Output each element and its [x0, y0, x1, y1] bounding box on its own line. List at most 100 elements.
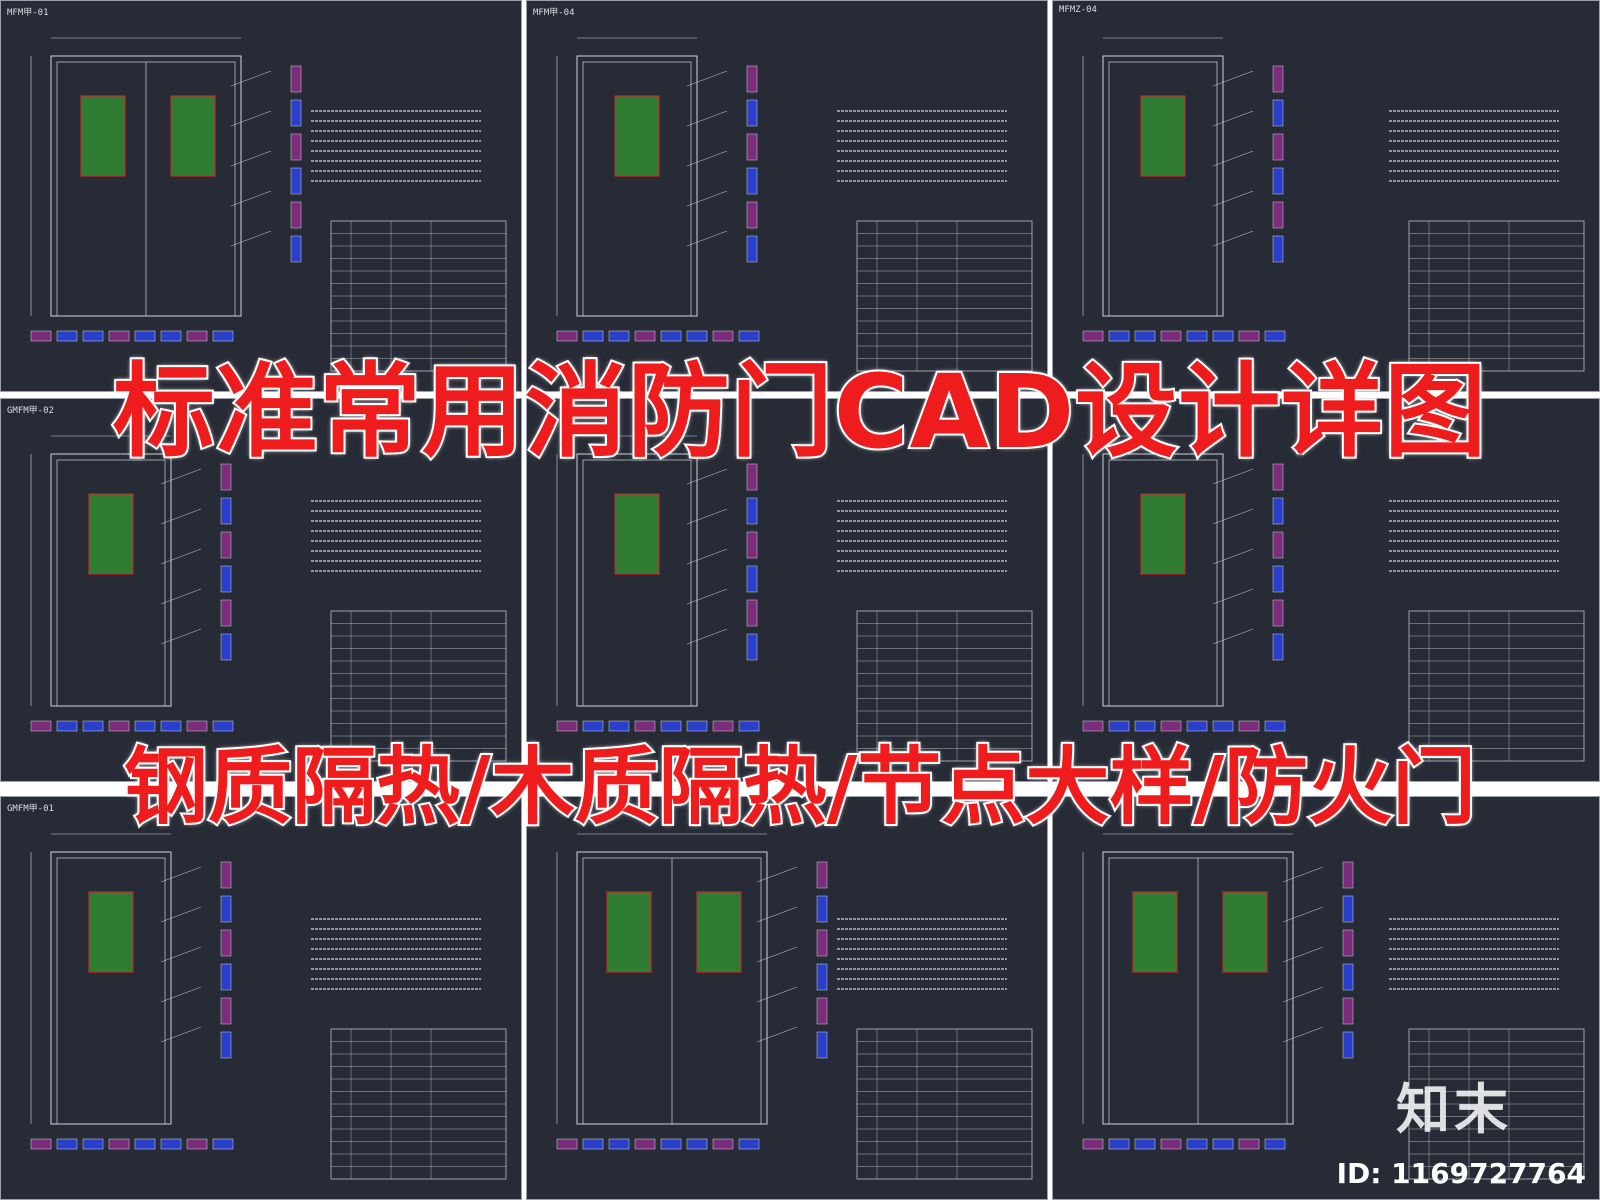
- sheet-code: MFM甲-01: [7, 8, 49, 18]
- section-detail-block: [220, 565, 232, 593]
- section-detail-block: [220, 963, 232, 991]
- section-detail-block: [746, 99, 758, 127]
- door-frame: [576, 453, 698, 707]
- section-detail-block: [746, 565, 758, 593]
- section-detail-block: [220, 1031, 232, 1059]
- plan-section-block: [134, 1138, 156, 1150]
- leader-line: [756, 946, 798, 963]
- vision-panel: [1222, 891, 1268, 973]
- leader-line: [1212, 150, 1254, 167]
- door-frame: [576, 55, 698, 317]
- plan-section-block: [660, 1138, 682, 1150]
- door-leaf: [582, 459, 692, 707]
- door-leaf: [1108, 459, 1218, 707]
- section-detail-block: [220, 599, 232, 627]
- section-detail-block: [816, 861, 828, 889]
- plan-section-block: [738, 330, 760, 342]
- section-detail-block: [1272, 497, 1284, 525]
- section-detail-block: [220, 497, 232, 525]
- leader-line: [756, 866, 798, 883]
- cad-sheet-middle-left: GMFM甲-02: [0, 398, 522, 782]
- leader-line: [230, 150, 272, 167]
- sheet-code: MFM甲-04: [533, 8, 575, 18]
- section-detail-block: [746, 497, 758, 525]
- leader-line: [230, 190, 272, 207]
- plan-section-block: [160, 720, 182, 732]
- drawing-area: [556, 833, 1033, 1180]
- plan-section-block: [1186, 720, 1208, 732]
- watermark-logo: 知末: [1396, 1078, 1512, 1141]
- plan-section-block: [1212, 1138, 1234, 1150]
- door-leaf: [1108, 61, 1218, 317]
- cad-sheet-top-right: MFMZ-04: [1052, 0, 1600, 392]
- leader-line: [1282, 946, 1324, 963]
- section-detail-block: [220, 895, 232, 923]
- section-detail-block: [746, 463, 758, 491]
- leader-line: [230, 70, 272, 87]
- plan-section-block: [582, 720, 604, 732]
- section-detail-block: [290, 167, 302, 195]
- section-detail-block: [220, 531, 232, 559]
- cad-sheet-bottom-right: [1052, 796, 1600, 1200]
- vision-panel: [614, 95, 660, 177]
- section-detail-block: [290, 133, 302, 161]
- plan-section-block: [82, 330, 104, 342]
- section-detail-block: [1272, 531, 1284, 559]
- plan-section-block: [1108, 330, 1130, 342]
- cad-sheet-bottom-left: GMFM甲-01: [0, 796, 522, 1200]
- leader-line: [230, 230, 272, 247]
- leader-line: [1212, 588, 1254, 605]
- plan-section-block: [686, 330, 708, 342]
- plan-section-block: [1264, 330, 1286, 342]
- section-detail-block: [220, 463, 232, 491]
- vision-panel: [1132, 891, 1178, 973]
- section-detail-block: [816, 997, 828, 1025]
- sheet-code: GMFM甲-01: [7, 804, 54, 814]
- section-detail-block: [1272, 167, 1284, 195]
- section-detail-block: [220, 633, 232, 661]
- plan-section-block: [30, 330, 52, 342]
- section-detail-block: [1272, 599, 1284, 627]
- plan-section-block: [634, 330, 656, 342]
- section-detail-block: [1272, 633, 1284, 661]
- section-detail-block: [746, 167, 758, 195]
- plan-section-block: [1212, 330, 1234, 342]
- plan-section-block: [82, 1138, 104, 1150]
- plan-section-block: [1238, 1138, 1260, 1150]
- leader-line: [686, 508, 728, 525]
- plan-section-block: [82, 720, 104, 732]
- leader-line: [686, 230, 728, 247]
- section-detail-block: [816, 929, 828, 957]
- drawing-area: [30, 435, 507, 762]
- plan-section-block: [738, 1138, 760, 1150]
- leader-line: [160, 588, 202, 605]
- leader-line: [160, 946, 202, 963]
- leader-line: [1212, 230, 1254, 247]
- plan-section-block: [30, 720, 52, 732]
- plan-section-block: [712, 720, 734, 732]
- plan-section-block: [1160, 330, 1182, 342]
- leader-line: [686, 588, 728, 605]
- leader-line: [686, 548, 728, 565]
- leader-line: [1212, 548, 1254, 565]
- plan-section-block: [1264, 1138, 1286, 1150]
- plan-section-block: [582, 1138, 604, 1150]
- vision-panel: [606, 891, 652, 973]
- door-leaf: [582, 61, 692, 317]
- plan-section-block: [212, 330, 234, 342]
- cad-sheet-top-left: MFM甲-01: [0, 0, 522, 392]
- section-detail-block: [816, 1031, 828, 1059]
- section-detail-block: [1272, 565, 1284, 593]
- section-detail-block: [1272, 235, 1284, 263]
- plan-section-block: [56, 1138, 78, 1150]
- leader-line: [1212, 190, 1254, 207]
- plan-section-block: [56, 720, 78, 732]
- main-title: 标准常用消防门CAD设计详图: [111, 351, 1488, 474]
- door-frame: [1102, 453, 1224, 707]
- drawing-area: [1082, 37, 1585, 372]
- sheet-code: GMFM甲-02: [7, 406, 54, 416]
- plan-section-block: [556, 720, 578, 732]
- section-detail-block: [816, 963, 828, 991]
- leader-line: [160, 468, 202, 485]
- plan-section-block: [30, 1138, 52, 1150]
